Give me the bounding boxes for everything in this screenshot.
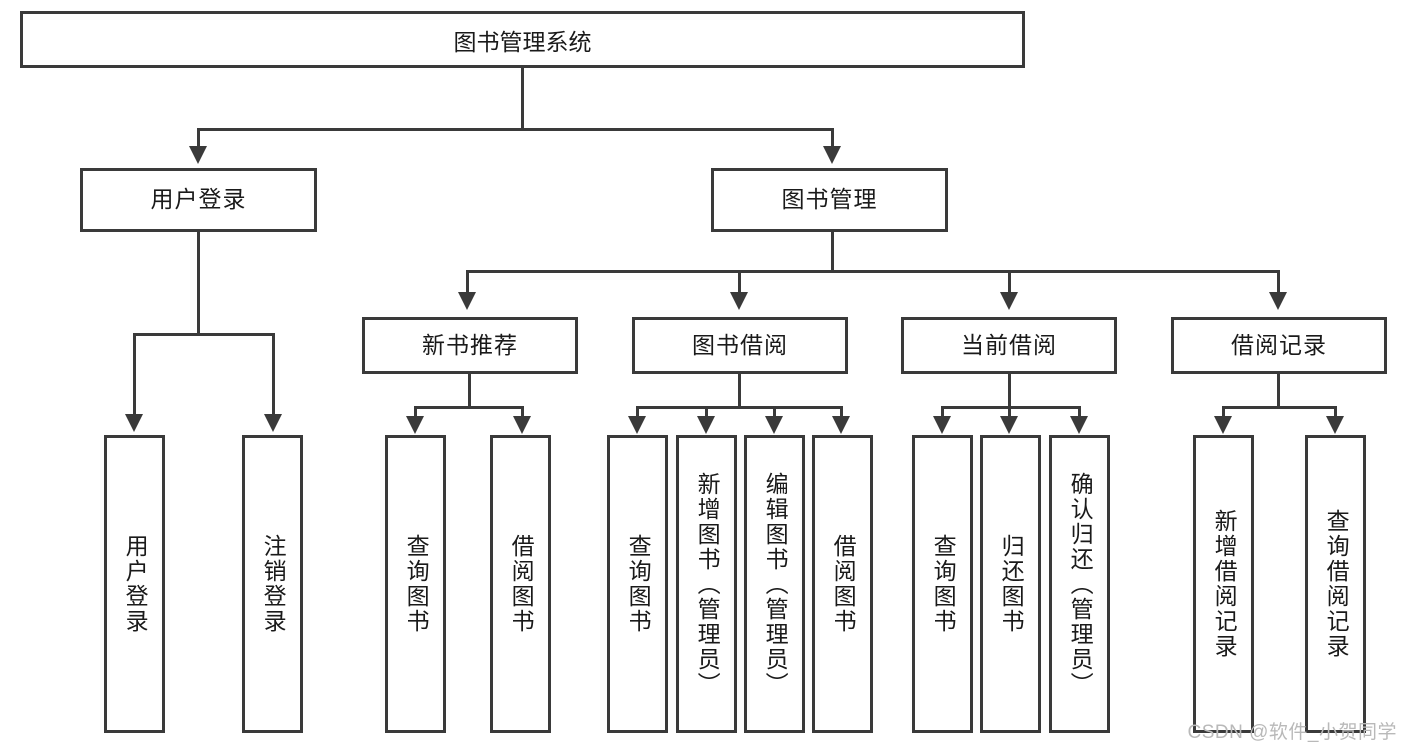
- connector-root-to-user-login: [197, 128, 200, 148]
- connector-cb-stem: [1008, 374, 1011, 408]
- arrow-cb-to-leaf-2: [1070, 416, 1088, 434]
- node-user-login[interactable]: 用户登录: [80, 168, 317, 232]
- connector-bb-stem: [738, 374, 741, 408]
- connector-user-login-stem: [197, 232, 200, 335]
- connector-cb-to-leaf-0: [941, 406, 944, 418]
- node-label: 当前借阅: [961, 331, 1057, 358]
- arrow-bb-to-leaf-3: [832, 416, 850, 434]
- leaf-current-borrow-query-book[interactable]: 查询图书: [912, 435, 973, 733]
- leaf-new-book-query-book[interactable]: 查询图书: [385, 435, 446, 733]
- node-label: 注销登录: [260, 534, 287, 634]
- node-label: 查询图书: [625, 534, 652, 634]
- csdn-watermark: CSDN @软件_小贺同学: [1187, 722, 1397, 743]
- arrow-bm-to-new-book-recommend: [458, 292, 476, 310]
- connector-bb-to-leaf-0: [636, 406, 639, 418]
- connector-nbr-bar: [414, 406, 524, 409]
- connector-root-to-book-management: [831, 128, 834, 148]
- node-book-borrow[interactable]: 图书借阅: [632, 317, 848, 374]
- leaf-user-login-logout[interactable]: 注销登录: [242, 435, 303, 733]
- arrow-root-to-book-management: [823, 146, 841, 164]
- arrow-bm-to-borrow-record: [1269, 292, 1287, 310]
- connector-cb-to-leaf-1: [1008, 406, 1011, 418]
- node-label: 用户登录: [122, 534, 149, 634]
- node-label: 用户登录: [150, 186, 247, 213]
- connector-cb-to-leaf-2: [1078, 406, 1081, 418]
- node-book-management[interactable]: 图书管理: [711, 168, 948, 232]
- arrow-cb-to-leaf-1: [1000, 416, 1018, 434]
- node-root-book-management-system[interactable]: 图书管理系统: [20, 11, 1025, 68]
- node-label: 图书借阅: [692, 331, 788, 358]
- arrow-root-to-user-login: [189, 146, 207, 164]
- node-label: 图书管理系统: [453, 28, 592, 55]
- arrow-cb-to-leaf-0: [933, 416, 951, 434]
- connector-bm-to-l3-0: [466, 270, 469, 294]
- connector-root-bar: [197, 128, 834, 131]
- leaf-borrow-record-add-record[interactable]: 新增借阅记录: [1193, 435, 1254, 733]
- arrow-bm-to-current-borrow: [1000, 292, 1018, 310]
- leaf-current-borrow-return-book[interactable]: 归还图书: [980, 435, 1041, 733]
- connector-br-bar: [1222, 406, 1337, 409]
- connector-root-stem: [521, 68, 524, 128]
- node-new-book-recommend[interactable]: 新书推荐: [362, 317, 578, 374]
- connector-bb-to-leaf-1: [705, 406, 708, 418]
- connector-br-stem: [1277, 374, 1280, 408]
- node-borrow-record[interactable]: 借阅记录: [1171, 317, 1387, 374]
- connector-user-login-to-leaf-0: [133, 333, 136, 416]
- connector-bm-to-l3-3: [1277, 270, 1280, 294]
- connector-bb-to-leaf-3: [840, 406, 843, 418]
- leaf-borrow-record-query-record[interactable]: 查询借阅记录: [1305, 435, 1366, 733]
- arrow-bb-to-leaf-2: [765, 416, 783, 434]
- leaf-book-borrow-borrow-book[interactable]: 借阅图书: [812, 435, 873, 733]
- arrow-nbr-to-leaf-0: [406, 416, 424, 434]
- connector-nbr-stem: [468, 374, 471, 408]
- connector-bm-to-l3-1: [738, 270, 741, 294]
- connector-user-login-bar: [133, 333, 275, 336]
- leaf-book-borrow-query-book[interactable]: 查询图书: [607, 435, 668, 733]
- connector-user-login-to-leaf-1: [272, 333, 275, 416]
- node-label: 归还图书: [998, 534, 1025, 634]
- node-label: 图书管理: [781, 186, 878, 213]
- arrow-br-to-leaf-1: [1326, 416, 1344, 434]
- node-label: 借阅图书: [830, 534, 857, 634]
- node-label: 查询图书: [403, 534, 430, 634]
- node-label: 新增借阅记录: [1211, 509, 1238, 659]
- node-current-borrow[interactable]: 当前借阅: [901, 317, 1117, 374]
- node-label: 确认归还（管理员）: [1067, 471, 1094, 697]
- connector-br-to-leaf-0: [1222, 406, 1225, 418]
- arrow-nbr-to-leaf-1: [513, 416, 531, 434]
- connector-bb-bar: [636, 406, 843, 409]
- leaf-current-borrow-confirm-return-admin[interactable]: 确认归还（管理员）: [1049, 435, 1110, 733]
- arrow-br-to-leaf-0: [1214, 416, 1232, 434]
- node-label: 新书推荐: [422, 331, 518, 358]
- node-label: 借阅记录: [1231, 331, 1327, 358]
- node-label: 查询图书: [930, 534, 957, 634]
- connector-br-to-leaf-1: [1334, 406, 1337, 418]
- connector-cb-bar: [941, 406, 1081, 409]
- node-label: 查询借阅记录: [1323, 509, 1350, 659]
- connector-book-management-bar: [466, 270, 1280, 273]
- leaf-book-borrow-add-book-admin[interactable]: 新增图书（管理员）: [676, 435, 737, 733]
- arrow-user-login-to-leaf-1: [264, 414, 282, 432]
- leaf-user-login-login[interactable]: 用户登录: [104, 435, 165, 733]
- connector-bb-to-leaf-2: [773, 406, 776, 418]
- leaf-book-borrow-edit-book-admin[interactable]: 编辑图书（管理员）: [744, 435, 805, 733]
- leaf-new-book-borrow-book[interactable]: 借阅图书: [490, 435, 551, 733]
- arrow-user-login-to-leaf-0: [125, 414, 143, 432]
- node-label: 新增图书（管理员）: [694, 471, 721, 697]
- connector-nbr-to-leaf-1: [521, 406, 524, 418]
- arrow-bb-to-leaf-0: [628, 416, 646, 434]
- node-label: 编辑图书（管理员）: [762, 471, 789, 697]
- node-label: 借阅图书: [508, 534, 535, 634]
- connector-bm-to-l3-2: [1008, 270, 1011, 294]
- connector-book-management-stem: [831, 232, 834, 272]
- connector-nbr-to-leaf-0: [414, 406, 417, 418]
- arrow-bb-to-leaf-1: [697, 416, 715, 434]
- arrow-bm-to-book-borrow: [730, 292, 748, 310]
